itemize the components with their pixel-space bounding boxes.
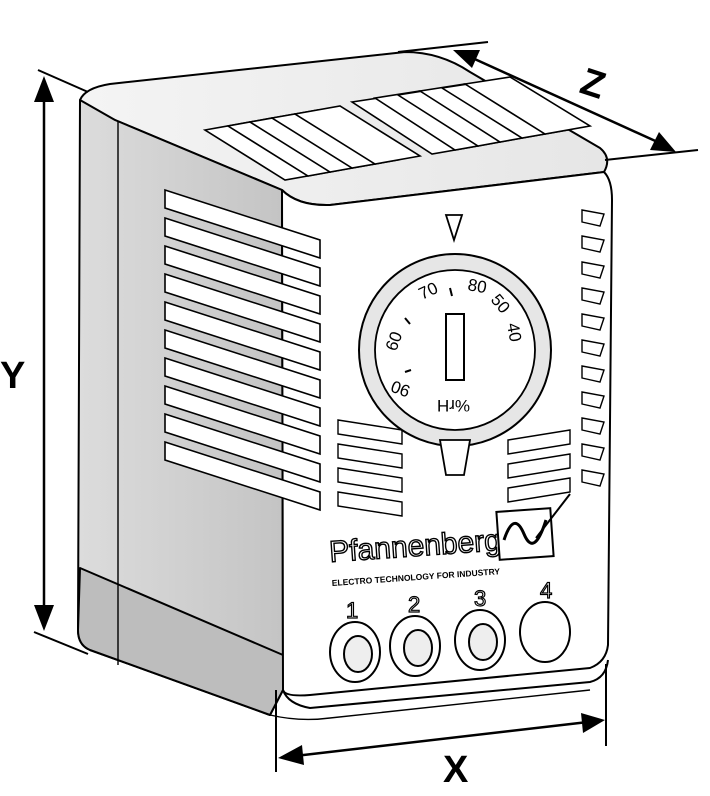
- dial-mark-40: 40: [503, 321, 525, 343]
- humidity-dial: 60 70 80 50 40 90 %rH: [358, 214, 552, 476]
- dimension-z: [397, 41, 699, 161]
- terminal-2: 2: [389, 591, 441, 677]
- terminal-3: 3: [454, 585, 506, 671]
- dimension-x: [275, 664, 607, 772]
- svg-text:3: 3: [474, 586, 486, 611]
- terminals: 1 2 3 4: [329, 577, 571, 683]
- dial-knob-slot: [445, 313, 465, 381]
- top-vents: [202, 76, 593, 181]
- svg-text:1: 1: [346, 598, 358, 623]
- brand-logo-wave: [502, 519, 548, 545]
- front-vents: [337, 419, 571, 517]
- dial-unit-rh: %rH: [437, 396, 470, 415]
- terminal-4: 4: [519, 577, 571, 663]
- svg-text:2: 2: [408, 592, 420, 617]
- dimension-label-z: Z: [575, 61, 610, 108]
- dial-pointer-bottom: [438, 439, 472, 476]
- dimension-y: [33, 69, 89, 655]
- terminal-1: 1: [329, 597, 381, 683]
- right-edge-vents: [581, 209, 605, 487]
- dimension-label-y: Y: [0, 355, 25, 397]
- dial-pointer-top: [444, 214, 464, 243]
- dial-mark-80: 80: [466, 275, 488, 297]
- side-vents: [164, 188, 321, 512]
- dimension-label-x: X: [443, 749, 469, 791]
- svg-text:4: 4: [540, 578, 552, 603]
